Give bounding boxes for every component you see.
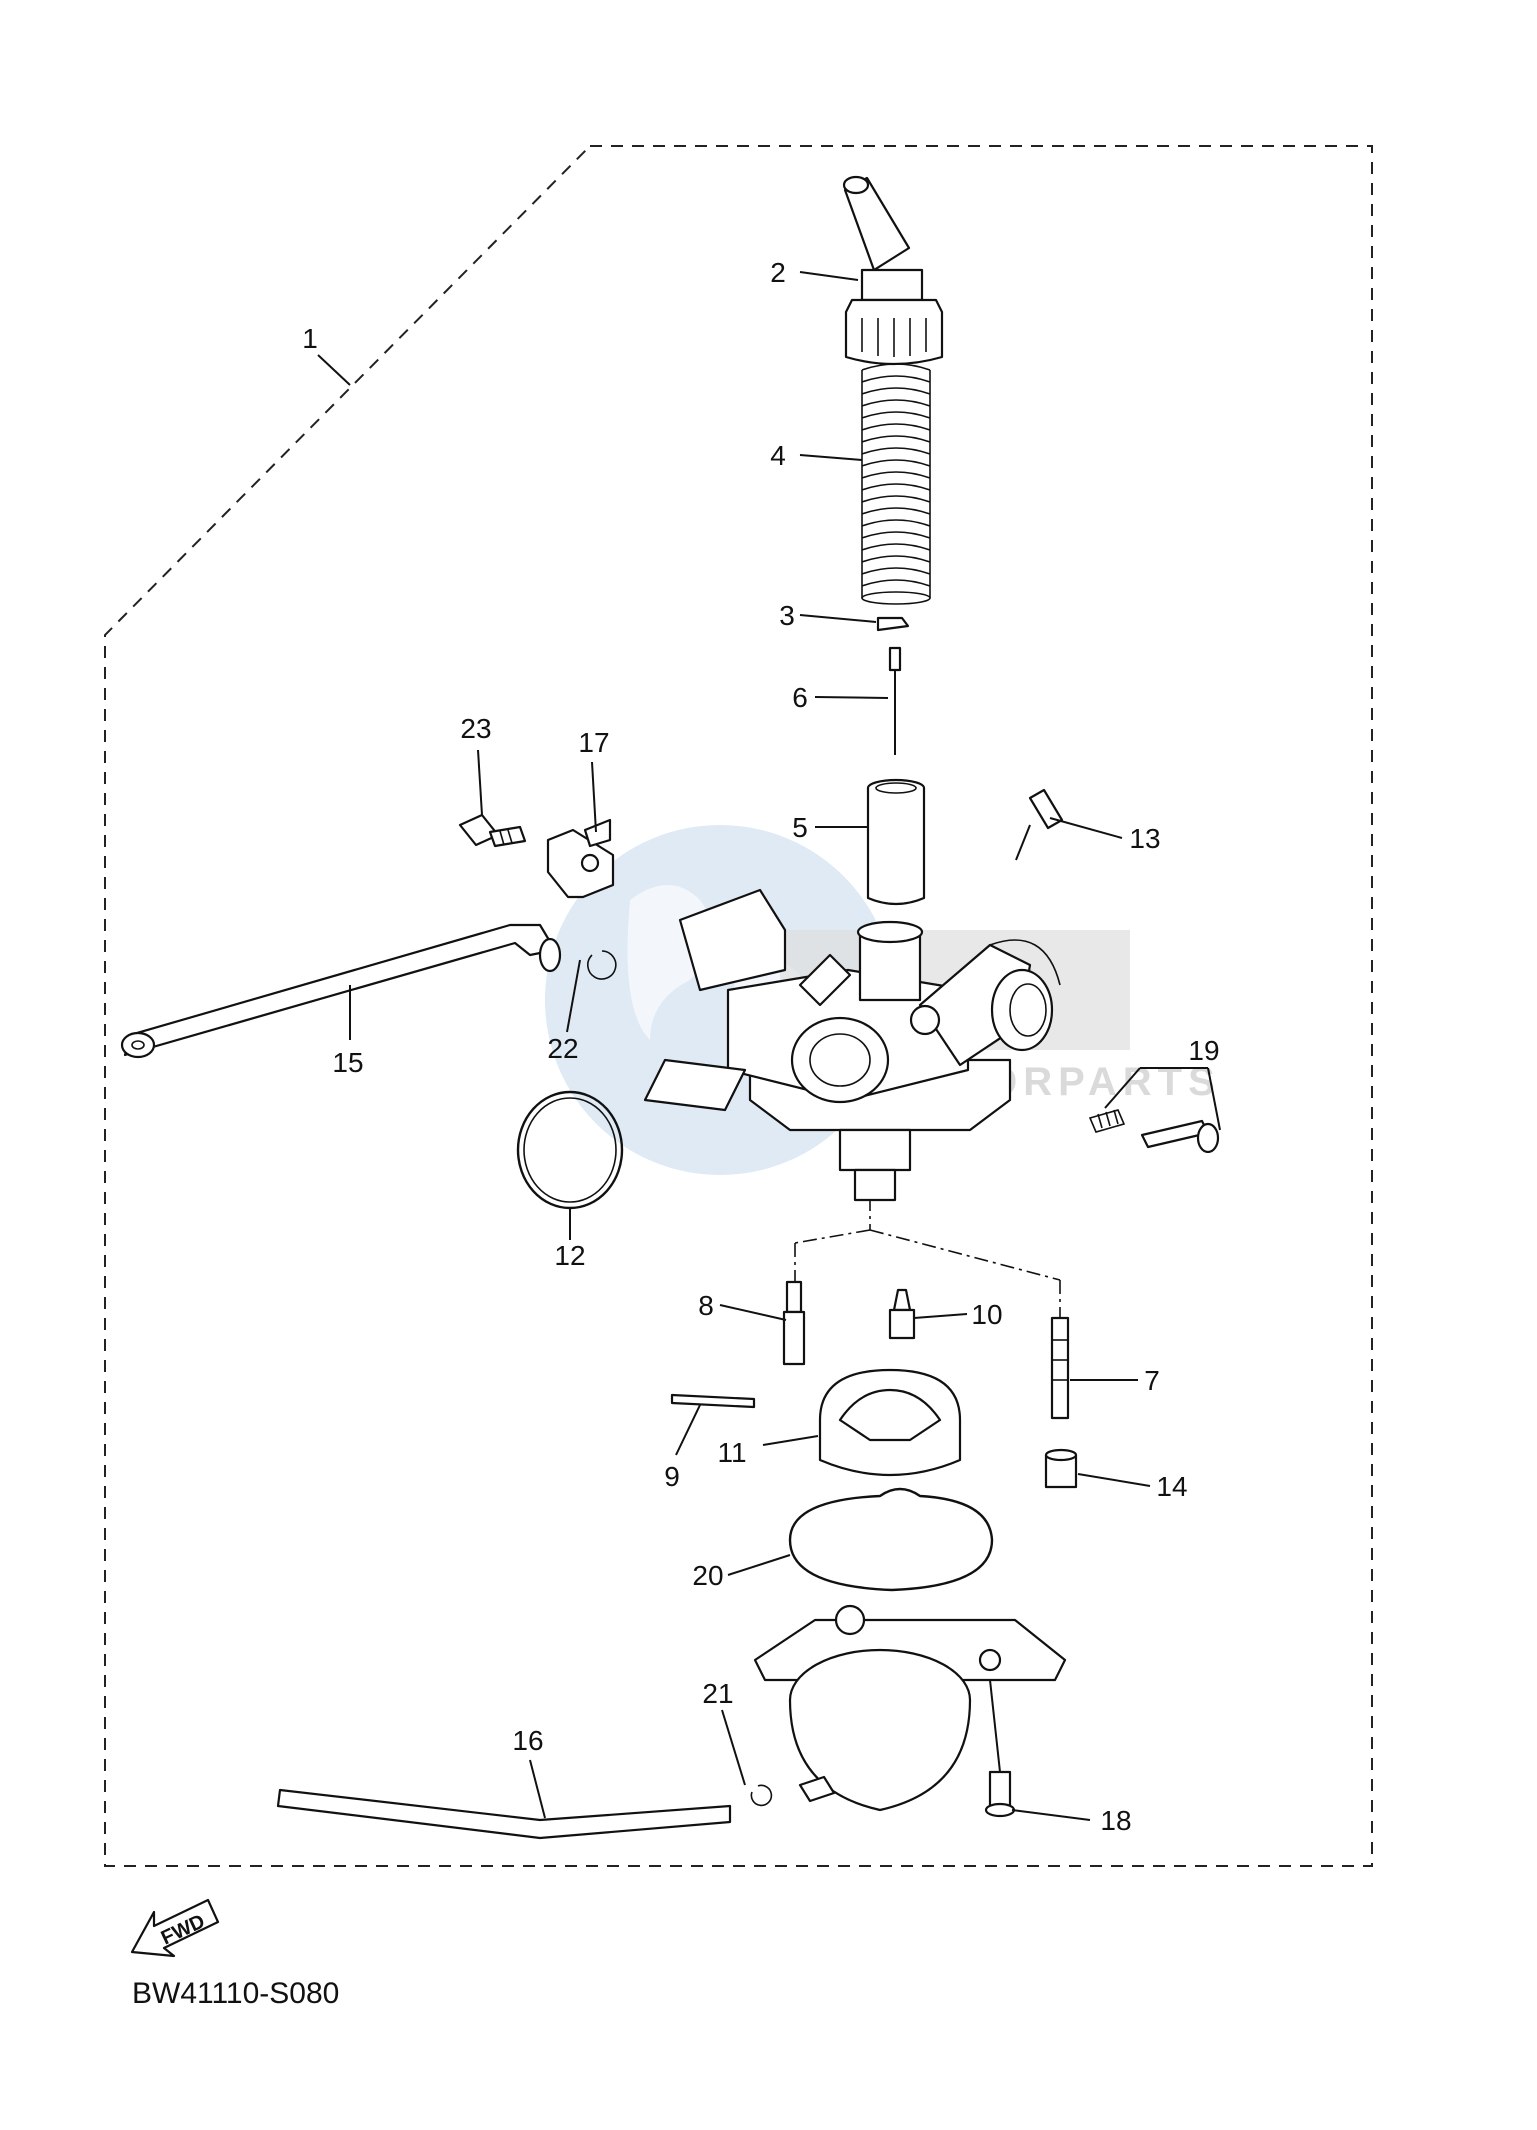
forward-arrow-icon: FWD — [130, 1898, 220, 1958]
throttle-valve — [866, 778, 926, 906]
callout-9: 9 — [664, 1461, 680, 1492]
hose-clip — [750, 1784, 773, 1807]
callout-18: 18 — [1100, 1805, 1131, 1836]
adjust-screw — [458, 813, 527, 848]
callout-20: 20 — [692, 1560, 723, 1591]
callout-11: 11 — [717, 1437, 746, 1468]
callout-8: 8 — [698, 1290, 714, 1321]
callout-6: 6 — [792, 682, 808, 713]
callout-14: 14 — [1156, 1471, 1187, 1502]
carburetor-body — [643, 920, 1061, 1202]
float-pin — [670, 1393, 756, 1409]
needle-valve — [888, 1288, 916, 1340]
needle-jet — [1050, 1316, 1070, 1420]
callout-1: 1 — [302, 323, 318, 354]
leader-lines — [317, 271, 1221, 1821]
connecting-rod — [120, 923, 562, 1059]
main-jet — [1044, 1448, 1078, 1489]
throttle-cap — [842, 175, 944, 366]
callout-2: 2 — [770, 257, 786, 288]
callout-13: 13 — [1129, 823, 1160, 854]
callout-3: 3 — [779, 600, 795, 631]
callout-10: 10 — [971, 1299, 1002, 1330]
throttle-stop-screw — [1088, 1109, 1220, 1154]
circlip-upper — [587, 950, 617, 980]
callout-15: 15 — [332, 1047, 363, 1078]
jet-alignment-lines — [794, 1170, 1061, 1320]
callout-19: 19 — [1188, 1035, 1219, 1066]
assembly-outline — [104, 145, 1373, 1867]
drain-hose — [276, 1788, 732, 1840]
callout-12: 12 — [554, 1240, 585, 1271]
float-chamber — [753, 1604, 1067, 1812]
air-screw — [1015, 788, 1064, 861]
callout-23: 23 — [460, 713, 491, 744]
diagram-code: BW41110-S080 — [132, 1977, 339, 2010]
o-ring — [516, 1090, 624, 1210]
float — [818, 1368, 962, 1477]
callout-21: 21 — [702, 1678, 733, 1709]
throttle-stop-plate — [546, 818, 787, 992]
float-chamber-gasket — [788, 1487, 994, 1592]
callout-16: 16 — [512, 1725, 543, 1756]
jet-needle — [888, 646, 902, 755]
needle-clip — [876, 616, 910, 632]
throttle-spring — [862, 364, 930, 605]
float-chamber-screw — [984, 1770, 1016, 1818]
callout-22: 22 — [547, 1033, 578, 1064]
callout-17: 17 — [578, 727, 609, 758]
callout-4: 4 — [770, 440, 786, 471]
callouts: 1 2 3 4 5 6 7 8 9 10 11 12 13 14 15 16 1… — [302, 257, 1219, 1836]
callout-7: 7 — [1144, 1365, 1160, 1396]
pilot-jet — [782, 1280, 806, 1366]
callout-5: 5 — [792, 812, 808, 843]
